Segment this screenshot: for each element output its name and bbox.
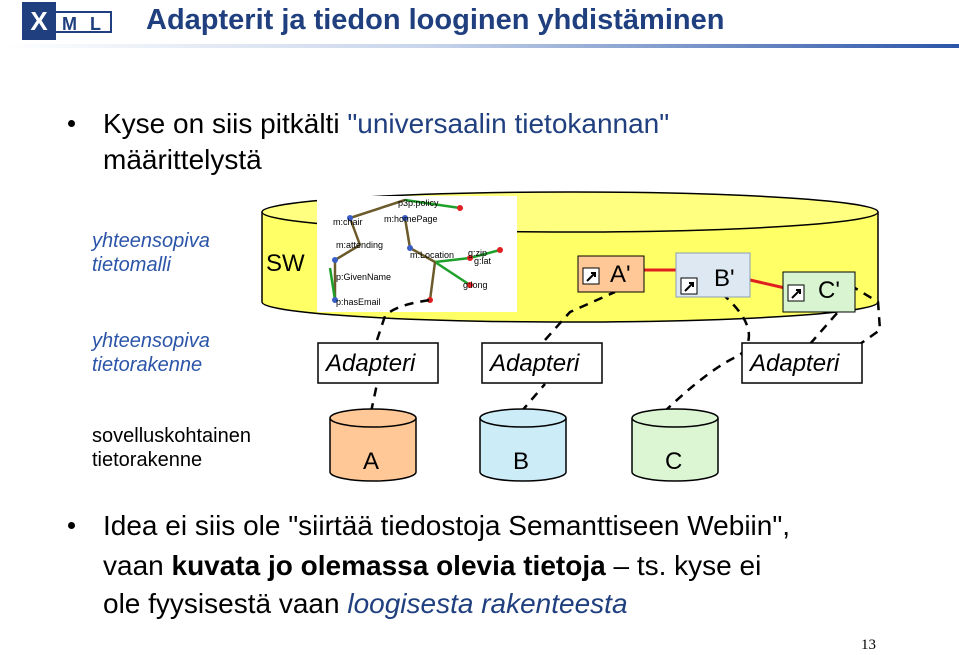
bullet-2-line-2: vaan kuvata jo olemassa olevia tietoja –… xyxy=(103,548,761,584)
bullet-2-line-2-pre: vaan xyxy=(103,550,172,581)
graph-label-p3p-policy: p3p:policy xyxy=(398,198,439,208)
xml-logo: X M L xyxy=(22,2,114,42)
bullet-1-pre: Kyse on siis pitkälti xyxy=(103,108,348,139)
graph-label-m-chair: m:chair xyxy=(333,217,363,227)
bullet-1-line-2: määrittelystä xyxy=(103,144,262,175)
bullet-2-line-3: ole fyysisestä vaan loogisesta rakentees… xyxy=(103,586,628,622)
graph-label-p-hasemail: p:hasEmail xyxy=(336,297,381,307)
adapter-label-2: Adapteri xyxy=(490,350,580,377)
title-rule xyxy=(0,44,959,48)
view-b-label: B' xyxy=(714,265,735,292)
bullet-1-quoted: "universaalin tietokannan" xyxy=(347,108,670,139)
bullet-1-line-1: Kyse on siis pitkälti "universaalin tiet… xyxy=(103,106,669,142)
view-a-box: A' xyxy=(577,255,645,293)
graph-label-g-long: g:long xyxy=(463,280,488,290)
label-app-line-1: sovelluskohtainen xyxy=(92,425,251,447)
source-b-label: B xyxy=(513,448,530,475)
adapter-box-2 xyxy=(481,342,603,384)
label-app-line-2: tietorakenne xyxy=(92,449,203,471)
sw-label: SW xyxy=(266,250,305,277)
label-compatible-model: yhteensopiva tietomalli xyxy=(92,229,210,277)
red-link-2 xyxy=(749,278,786,290)
bullet-2-line-2-post: – ts. kyse ei xyxy=(605,550,762,581)
label-structure-line-2: tietorakenne xyxy=(92,354,203,376)
graph-label-m-attending: m:attending xyxy=(336,240,383,250)
label-compatible-structure: yhteensopiva tietorakenne xyxy=(92,329,210,377)
bullet-1-dot xyxy=(68,120,75,127)
label-structure-line-1: yhteensopiva xyxy=(92,330,210,352)
source-a-label: A xyxy=(363,448,380,475)
label-model-line-2: tietomalli xyxy=(92,254,171,276)
label-model-line-1: yhteensopiva xyxy=(92,230,210,252)
adapter-box-1 xyxy=(317,342,439,384)
view-b-box: B' xyxy=(675,252,751,298)
bullet-2-logical: loogisesta rakenteesta xyxy=(347,588,628,619)
view-c-label: C' xyxy=(818,277,840,304)
view-c-box: C' xyxy=(782,271,856,313)
graph-label-g-lat: g:lat xyxy=(474,256,492,266)
bullet-2-line-1: Idea ei siis ole "siirtää tiedostoja Sem… xyxy=(103,510,791,541)
source-b-cylinder xyxy=(479,408,567,482)
adapter-label-1: Adapteri xyxy=(326,350,416,377)
source-c-label: C xyxy=(665,448,683,475)
logo-ml: M L xyxy=(56,11,112,34)
graph-label-p-givenname: p:GivenName xyxy=(336,272,391,282)
label-app-structure: sovelluskohtainen tietorakenne xyxy=(92,424,251,472)
bullet-2-dot xyxy=(68,522,75,529)
source-c-cylinder xyxy=(631,408,719,482)
page-number: 13 xyxy=(861,637,876,653)
dashed-links xyxy=(369,283,882,413)
view-a-label: A' xyxy=(610,261,631,288)
rdf-graph: p3p:policy m:chair m:homePage m:attendin… xyxy=(317,196,517,312)
graph-label-m-location: m:Location xyxy=(410,250,454,260)
logo-x: X xyxy=(22,2,56,40)
graph-label-g-zip: g:zip xyxy=(468,248,487,258)
source-a-cylinder xyxy=(329,408,417,482)
graph-label-m-homepage: m:homePage xyxy=(384,214,438,224)
adapter-label-3: Adapteri xyxy=(750,350,840,377)
slide-title: Adapterit ja tiedon looginen yhdistämine… xyxy=(146,4,725,36)
bullet-2-emphasis: kuvata jo olemassa olevia tietoja xyxy=(171,550,606,581)
bullet-2-line-3-pre: ole fyysisestä vaan xyxy=(103,588,348,619)
adapter-box-3 xyxy=(741,342,863,384)
